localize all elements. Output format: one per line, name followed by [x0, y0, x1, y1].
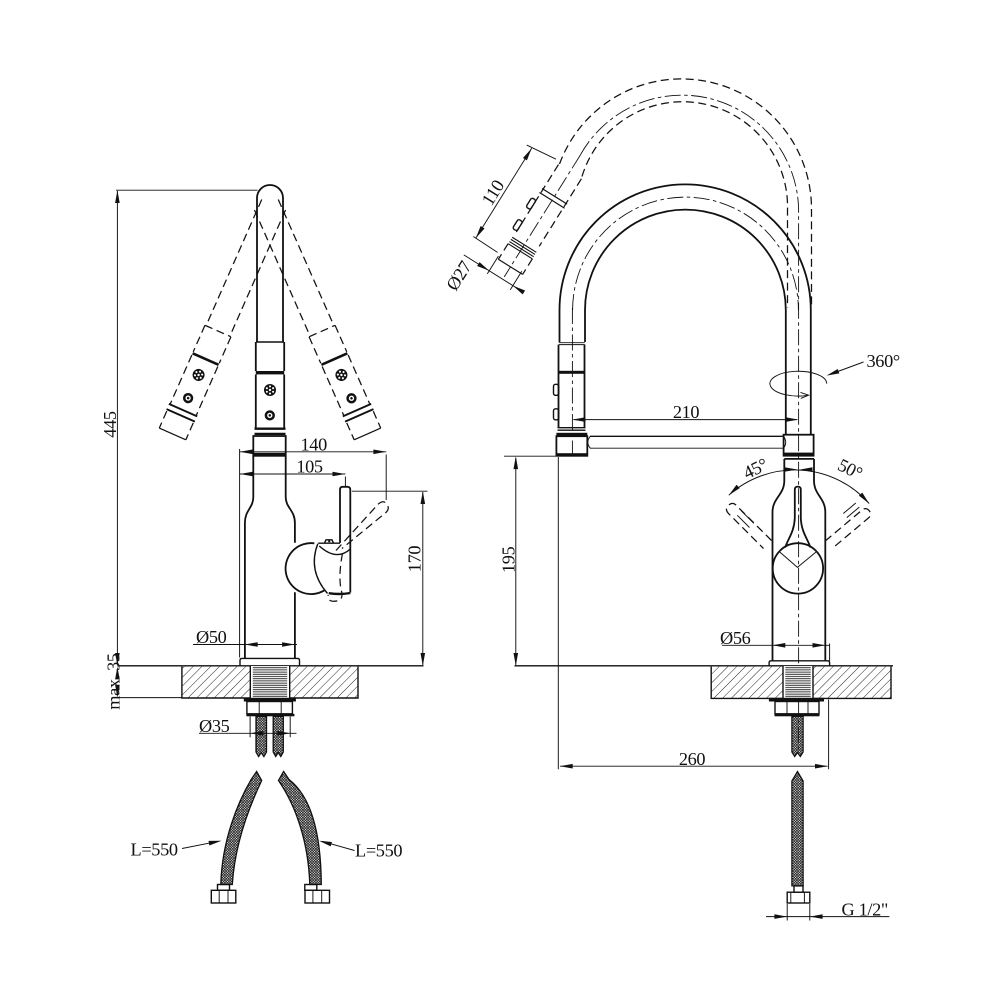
svg-text:360°: 360° — [867, 351, 900, 371]
svg-text:Ø56: Ø56 — [720, 628, 751, 648]
svg-text:445: 445 — [100, 411, 120, 438]
svg-text:105: 105 — [296, 457, 323, 477]
svg-text:195: 195 — [498, 546, 518, 573]
svg-text:Ø35: Ø35 — [199, 716, 230, 736]
svg-text:max. 35: max. 35 — [103, 653, 123, 710]
svg-text:L=550: L=550 — [355, 841, 402, 861]
svg-text:140: 140 — [301, 435, 328, 455]
svg-text:170: 170 — [404, 546, 424, 573]
svg-text:Ø50: Ø50 — [196, 627, 227, 647]
svg-text:260: 260 — [679, 749, 706, 769]
svg-text:G 1/2": G 1/2" — [842, 899, 889, 919]
svg-text:210: 210 — [673, 402, 700, 422]
svg-text:L=550: L=550 — [131, 840, 178, 860]
